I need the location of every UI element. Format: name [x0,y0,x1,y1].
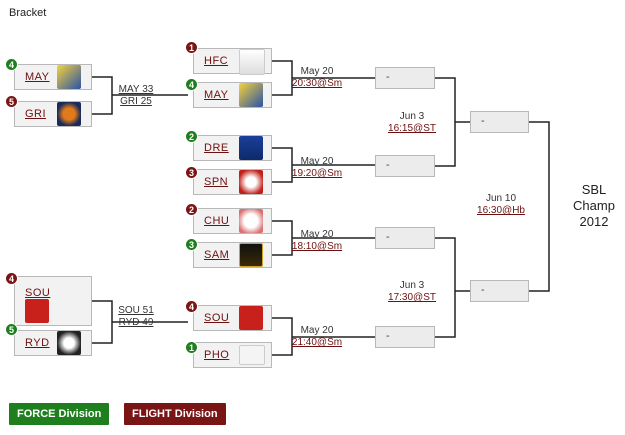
team-code[interactable]: MAY [204,89,229,101]
hfc-logo-icon [239,49,265,75]
slot-final-bottom: - [470,280,529,302]
seed-badge: 3 [185,238,198,251]
pho-logo-icon [239,345,265,365]
game-time-link[interactable]: 16:15@ST [388,123,436,134]
sou-logo-icon [25,299,49,323]
champ-line: 2012 [579,214,609,229]
team-code[interactable]: SOU [204,312,230,324]
game-time-link[interactable]: 18:10@Sm [291,241,343,252]
seed-badge: 2 [185,130,198,143]
seed-badge: 4 [5,272,18,285]
slot-sf1-top: - [375,67,435,89]
game-date: Jun 10 [485,193,517,204]
team-sam[interactable]: SAM [193,242,272,268]
may-logo-icon [239,83,263,107]
game-sf1: Jun 3 16:15@ST [372,111,452,135]
dre-logo-icon [239,136,263,160]
team-code[interactable]: SAM [204,249,230,261]
seed-badge: 3 [185,166,198,179]
seed-badge: 1 [185,41,198,54]
game-time-link[interactable]: 16:30@Hb [477,205,525,216]
game-date: Jun 3 [399,111,425,122]
team-code[interactable]: DRE [204,142,229,154]
legend-flight-division: FLIGHT Division [124,403,226,425]
team-ryd-wildcard[interactable]: RYD [14,330,92,356]
game-time-link[interactable]: 20:30@Sm [291,78,343,89]
score-top-wildcard: MAY 33 GRI 25 [106,84,166,108]
game-final: Jun 10 16:30@Hb [466,193,536,217]
champ-line: Champ [573,198,615,213]
score-line: GRI 25 [120,96,152,107]
champ-line: SBL [581,182,607,197]
game-date: May 20 [300,66,334,77]
team-code[interactable]: CHU [204,215,230,227]
team-sou-wildcard[interactable]: SOU [14,276,92,326]
team-chu[interactable]: CHU [193,208,272,234]
team-may-wildcard[interactable]: MAY [14,64,92,90]
team-may[interactable]: MAY [193,82,272,108]
team-code[interactable]: SPN [204,176,229,188]
team-pho[interactable]: PHO [193,342,272,368]
page-title: Bracket [9,7,47,19]
slot-sf2-top: - [375,227,435,249]
seed-badge: 2 [185,203,198,216]
seed-badge: 4 [185,78,198,91]
game-qf4: May 20 21:40@Sm [282,325,352,349]
team-code[interactable]: RYD [25,337,50,349]
game-date: May 20 [300,325,334,336]
team-code[interactable]: GRI [25,108,47,120]
seed-badge: 4 [185,300,198,313]
team-sou[interactable]: SOU [193,305,272,331]
slot-sf2-bottom: - [375,326,435,348]
game-date: May 20 [300,229,334,240]
score-bottom-wildcard: SOU 51 RYD 49 [106,305,166,329]
seed-badge: 5 [5,323,18,336]
seed-badge: 5 [5,95,18,108]
chu-logo-icon [239,209,263,233]
game-time-link[interactable]: 21:40@Sm [291,337,343,348]
team-spn[interactable]: SPN [193,169,272,195]
game-qf1: May 20 20:30@Sm [282,66,352,90]
seed-badge: 4 [5,58,18,71]
may-logo-icon [57,65,81,89]
game-date: Jun 3 [399,280,425,291]
game-time-link[interactable]: 17:30@ST [388,292,436,303]
game-date: May 20 [300,156,334,167]
slot-final-top: - [470,111,529,133]
seed-badge: 1 [185,341,198,354]
score-line: MAY 33 [118,84,154,95]
spn-logo-icon [239,170,263,194]
legend-force-division: FORCE Division [9,403,110,425]
gri-logo-icon [57,102,81,126]
ryd-logo-icon [57,331,81,355]
team-hfc[interactable]: HFC [193,48,272,75]
slot-sf1-bottom: - [375,155,435,177]
game-time-link[interactable]: 19:20@Sm [291,168,343,179]
game-sf2: Jun 3 17:30@ST [372,280,452,304]
team-dre[interactable]: DRE [193,135,272,161]
game-qf2: May 20 19:20@Sm [282,156,352,180]
champion-label: SBL Champ 2012 [566,182,622,230]
score-line: SOU 51 [118,305,154,316]
sou-logo-icon [239,306,263,330]
game-qf3: May 20 18:10@Sm [282,229,352,253]
sam-logo-icon [239,243,263,267]
team-code[interactable]: PHO [204,349,230,361]
team-gri-wildcard[interactable]: GRI [14,101,92,127]
team-code[interactable]: MAY [25,71,50,83]
team-code[interactable]: SOU [25,287,51,299]
team-code[interactable]: HFC [204,55,229,67]
score-line: RYD 49 [118,317,154,328]
